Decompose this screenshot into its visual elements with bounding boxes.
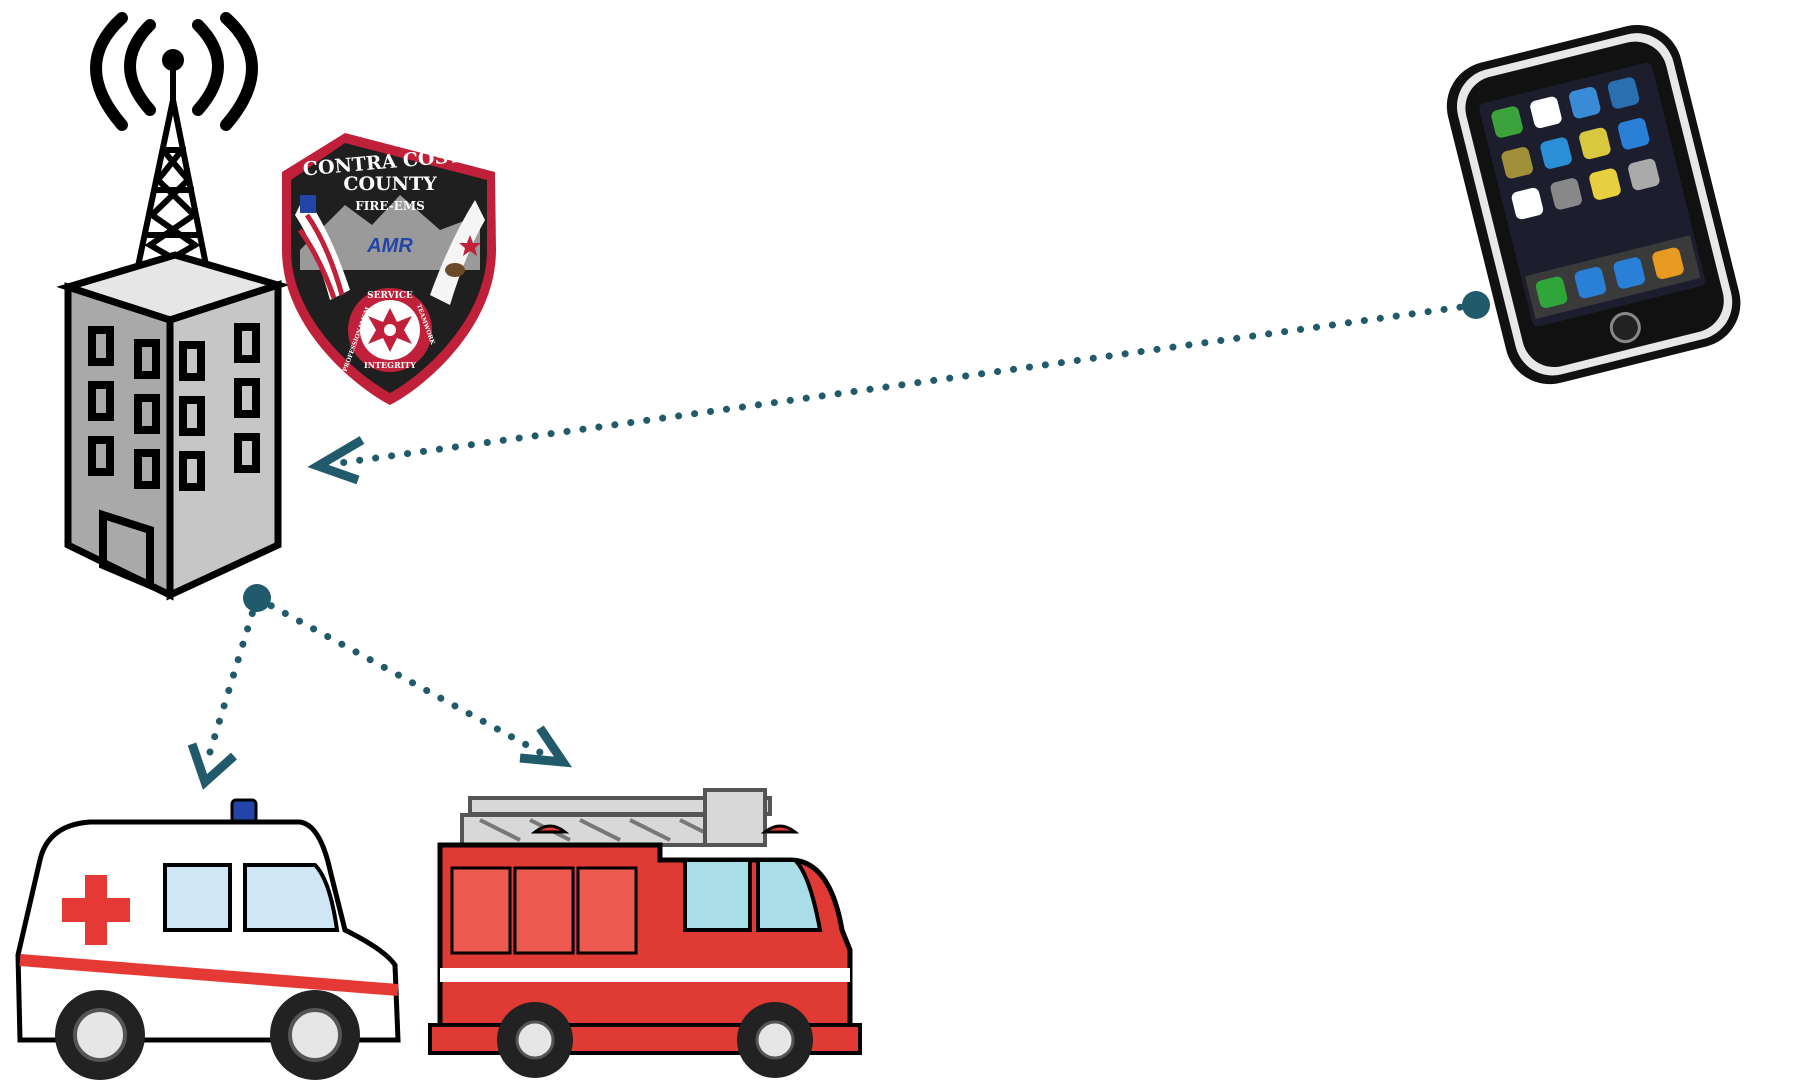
- patch-title-line2: COUNTY: [343, 173, 437, 195]
- radio-tower-building-icon: [56, 12, 290, 601]
- patch-ring-top: SERVICE: [367, 291, 413, 301]
- us-flag-icon: [295, 195, 350, 300]
- wheel-icon: [737, 1002, 813, 1078]
- connector-dispatch-to-vehicles: [187, 584, 573, 790]
- arrowhead-icon: [519, 725, 573, 768]
- amr-logo: AMR: [366, 235, 413, 257]
- app-icons: [1491, 77, 1701, 319]
- wheel-icon: [497, 1002, 573, 1078]
- arrowhead-icon: [187, 742, 238, 790]
- home-button-icon: [1609, 312, 1641, 344]
- patch-ring-bottom: INTEGRITY: [364, 360, 416, 370]
- connector-phone-to-dispatch: [307, 291, 1490, 485]
- siren-light: [230, 798, 258, 824]
- fire-ems-patch-logo: CONTRA COSTA COUNTY FIRE-EMS AMR SERVICE…: [282, 133, 496, 405]
- red-cross-icon: [62, 875, 130, 945]
- signal-waves-icon: [90, 12, 258, 131]
- smartphone-icon: [1446, 24, 1741, 385]
- ladder: [460, 788, 772, 847]
- fire-truck-icon: [428, 788, 862, 1078]
- connector-start-dot: [1462, 291, 1490, 319]
- wheel-icon: [270, 990, 360, 1080]
- california-flag-icon: [430, 200, 485, 305]
- arrowhead-icon: [307, 436, 365, 485]
- maltese-cross-emblem: SERVICE INTEGRITY PROFESSIONALISM TEAMWO…: [342, 288, 436, 373]
- wheel-icon: [55, 990, 145, 1080]
- patch-title-line3: FIRE-EMS: [355, 199, 425, 213]
- ambulance-icon: [15, 798, 401, 1080]
